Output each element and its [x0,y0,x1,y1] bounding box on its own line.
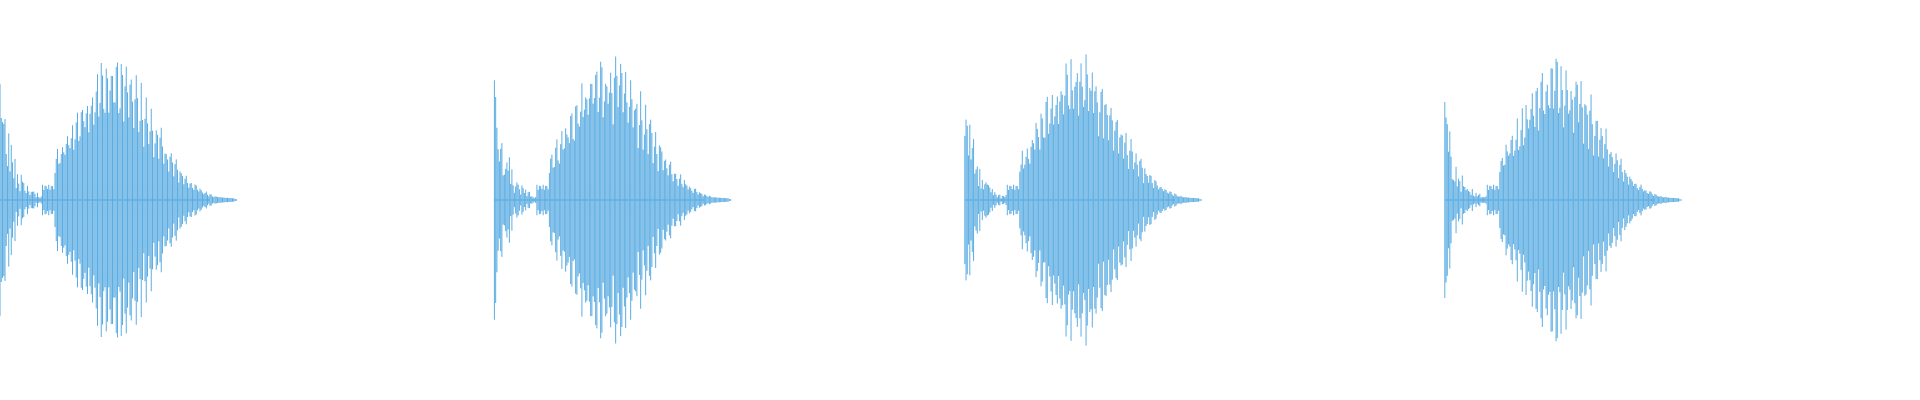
waveform-burst [0,62,237,338]
waveform-burst [964,54,1202,346]
waveform-burst [493,56,732,344]
waveform-bursts [0,54,1682,346]
waveform-burst [1444,58,1682,342]
